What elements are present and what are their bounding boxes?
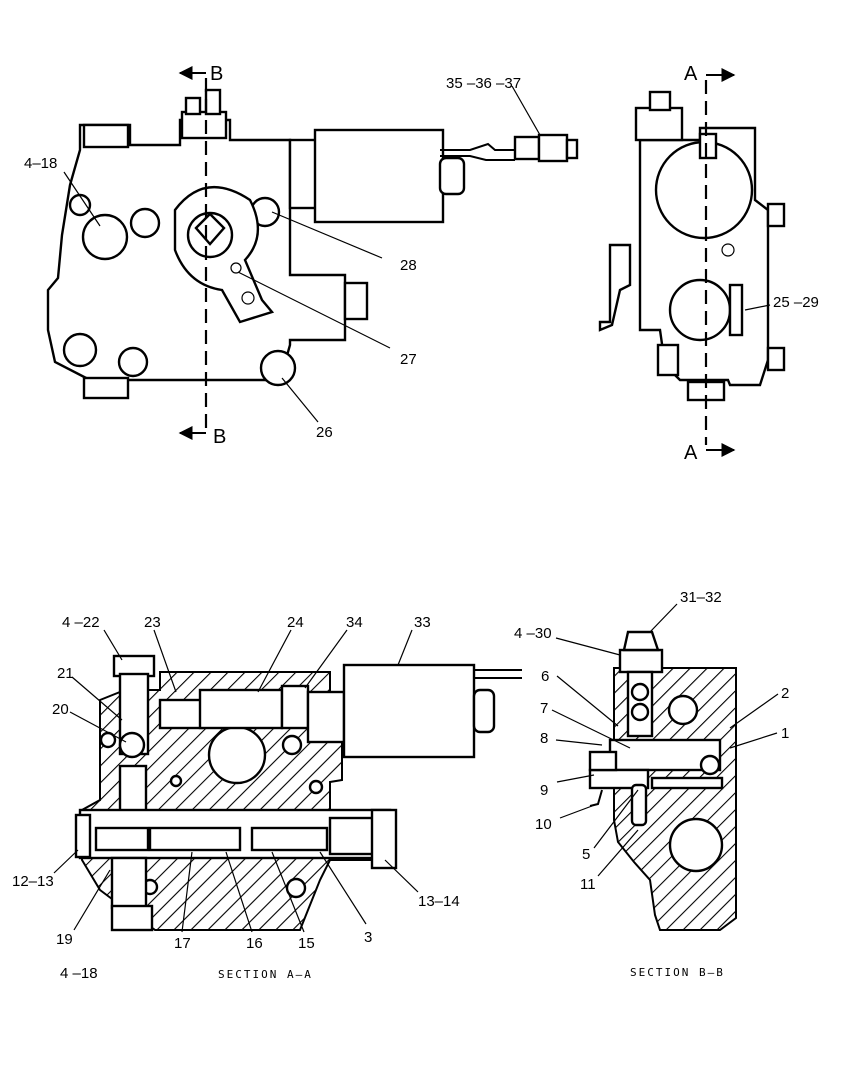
label-34: 34 xyxy=(346,614,363,631)
section-a-a-view xyxy=(53,629,522,933)
part-labels: 4–18 28 27 26 35 –36 –37 25 –29 4 –22 23… xyxy=(12,75,819,982)
label-11: 11 xyxy=(580,876,596,893)
label-5: 5 xyxy=(582,846,590,863)
label-2: 2 xyxy=(781,685,789,702)
caption-section-a-a: SECTION A–A xyxy=(218,968,313,981)
section-b-b-view xyxy=(551,603,779,931)
label-23: 23 xyxy=(144,614,161,631)
section-markers: B B A A xyxy=(210,63,698,464)
label-21: 21 xyxy=(57,665,74,682)
label-25-29: 25 –29 xyxy=(773,294,819,311)
label-16: 16 xyxy=(246,935,263,952)
label-26: 26 xyxy=(316,424,333,441)
label-4-30: 4 –30 xyxy=(514,625,552,642)
label-27: 27 xyxy=(400,351,417,368)
label-33: 33 xyxy=(414,614,431,631)
label-3: 3 xyxy=(364,929,372,946)
label-13-14: 13–14 xyxy=(418,893,460,910)
section-b-bottom: B xyxy=(213,426,226,448)
label-24: 24 xyxy=(287,614,304,631)
label-31-32: 31–32 xyxy=(680,589,722,606)
captions: SECTION A–A SECTION B–B xyxy=(218,966,725,981)
label-9: 9 xyxy=(540,782,548,799)
label-20: 20 xyxy=(52,701,69,718)
label-1: 1 xyxy=(781,725,789,742)
label-35-36-37: 35 –36 –37 xyxy=(446,75,521,92)
side-view xyxy=(598,68,786,457)
front-view xyxy=(46,66,579,440)
caption-section-b-b: SECTION B–B xyxy=(630,966,725,979)
label-28: 28 xyxy=(400,257,417,274)
section-a-bottom: A xyxy=(684,442,698,464)
label-15: 15 xyxy=(298,935,315,952)
label-4-18-top: 4–18 xyxy=(24,155,57,172)
label-8: 8 xyxy=(540,730,548,747)
label-4-18-bottom: 4 –18 xyxy=(60,965,98,982)
label-19: 19 xyxy=(56,931,73,948)
label-12-13: 12–13 xyxy=(12,873,54,890)
label-7: 7 xyxy=(540,700,548,717)
label-6: 6 xyxy=(541,668,549,685)
section-a-top: A xyxy=(684,63,698,85)
section-b-top: B xyxy=(210,63,223,85)
label-4-22: 4 –22 xyxy=(62,614,100,631)
label-17: 17 xyxy=(174,935,191,952)
label-10: 10 xyxy=(535,816,552,833)
